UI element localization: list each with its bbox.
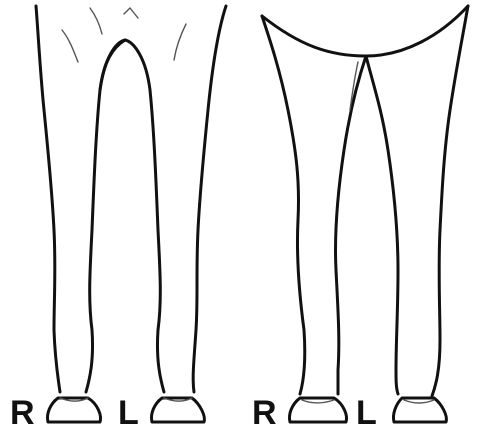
hind-left-leg-outer [432, 6, 468, 396]
hind-left-hoof [393, 398, 446, 422]
front-chest-line-b [90, 8, 102, 34]
front-chest-line-d [174, 24, 186, 60]
front-left-label: L [118, 394, 139, 432]
front-legs-panel: R L [10, 6, 226, 432]
front-chest-line-c [124, 8, 138, 18]
hind-top-curve [262, 6, 468, 56]
front-left-leg-inner [150, 90, 164, 392]
hind-right-label: R [252, 394, 277, 432]
hind-left-leg-inner [366, 56, 398, 394]
front-right-label: R [10, 394, 35, 432]
hind-legs-panel: R L [252, 6, 468, 432]
front-right-leg-inner [86, 40, 125, 392]
front-left-leg-outer [193, 6, 226, 392]
hind-right-leg-outer [262, 16, 305, 394]
front-chest-line-a [62, 30, 78, 62]
front-right-leg-outer [36, 6, 60, 392]
front-crotch-arch [100, 40, 150, 90]
hind-left-label: L [356, 394, 377, 432]
hind-right-hoof [289, 398, 346, 422]
